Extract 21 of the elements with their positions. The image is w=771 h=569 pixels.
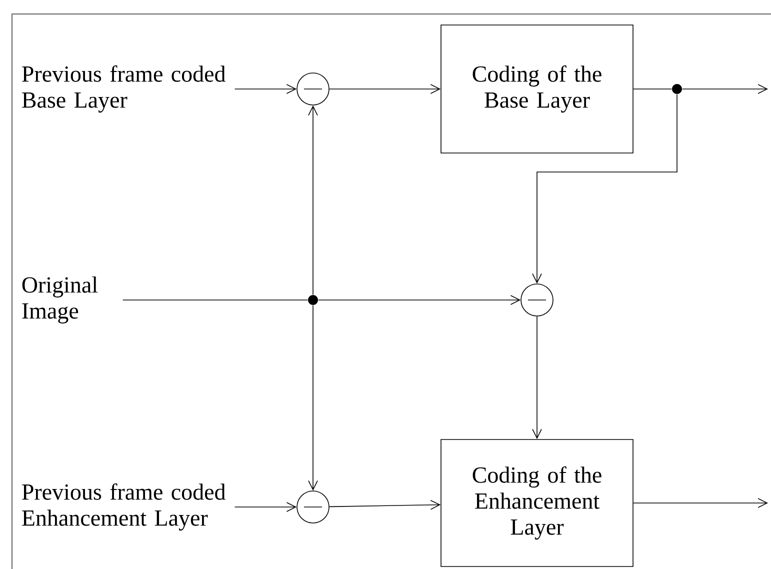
input-label: Previous frame coded Enhancement Layer bbox=[22, 483, 226, 531]
subtractor-circle bbox=[296, 72, 330, 106]
arrow bbox=[308, 304, 318, 491]
arrow bbox=[329, 500, 441, 510]
arrow bbox=[234, 84, 297, 94]
input-label: Previous frame coded Base Layer bbox=[22, 65, 226, 113]
arrow bbox=[532, 94, 678, 284]
process-box: Coding of the Base Layer bbox=[440, 24, 634, 154]
arrow bbox=[318, 295, 521, 305]
arrow bbox=[329, 84, 441, 94]
arrow bbox=[234, 502, 297, 512]
junction-dot bbox=[308, 294, 318, 305]
subtractor-circle bbox=[520, 284, 554, 316]
arrow bbox=[308, 105, 318, 295]
process-box: Coding of the Enhancement Layer bbox=[440, 439, 634, 567]
junction-dot bbox=[672, 84, 682, 94]
input-label: Original Image bbox=[22, 276, 98, 324]
arrow bbox=[532, 316, 542, 440]
arrow bbox=[633, 498, 768, 508]
arrow bbox=[682, 84, 768, 94]
subtractor-circle bbox=[296, 490, 330, 524]
